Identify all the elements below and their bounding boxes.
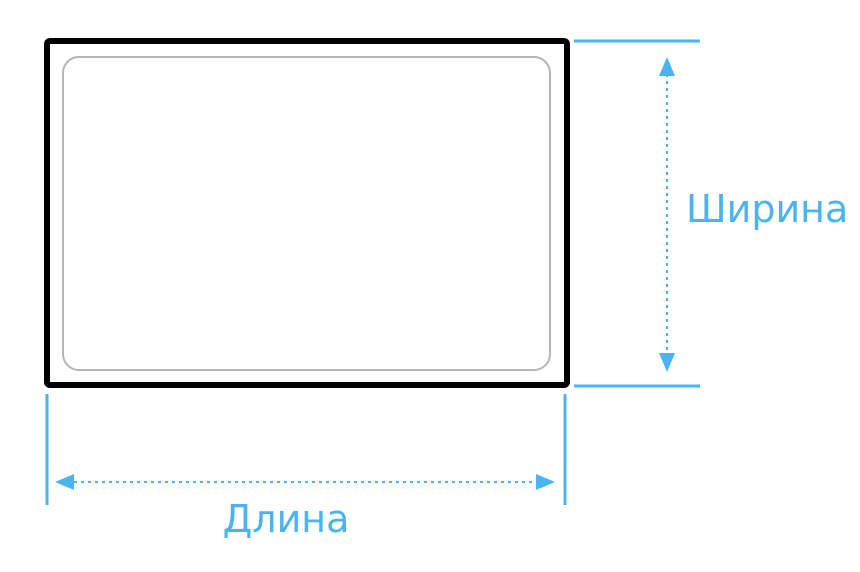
- width-arrowhead-top: [659, 57, 675, 76]
- width-label: Ширина: [686, 187, 848, 231]
- length-label: Длина: [223, 497, 350, 541]
- length-arrowhead-right: [536, 474, 555, 490]
- card-outline: [44, 38, 570, 388]
- card-inner-border: [62, 56, 551, 371]
- length-arrowhead-left: [55, 474, 74, 490]
- width-arrowhead-bottom: [659, 353, 675, 372]
